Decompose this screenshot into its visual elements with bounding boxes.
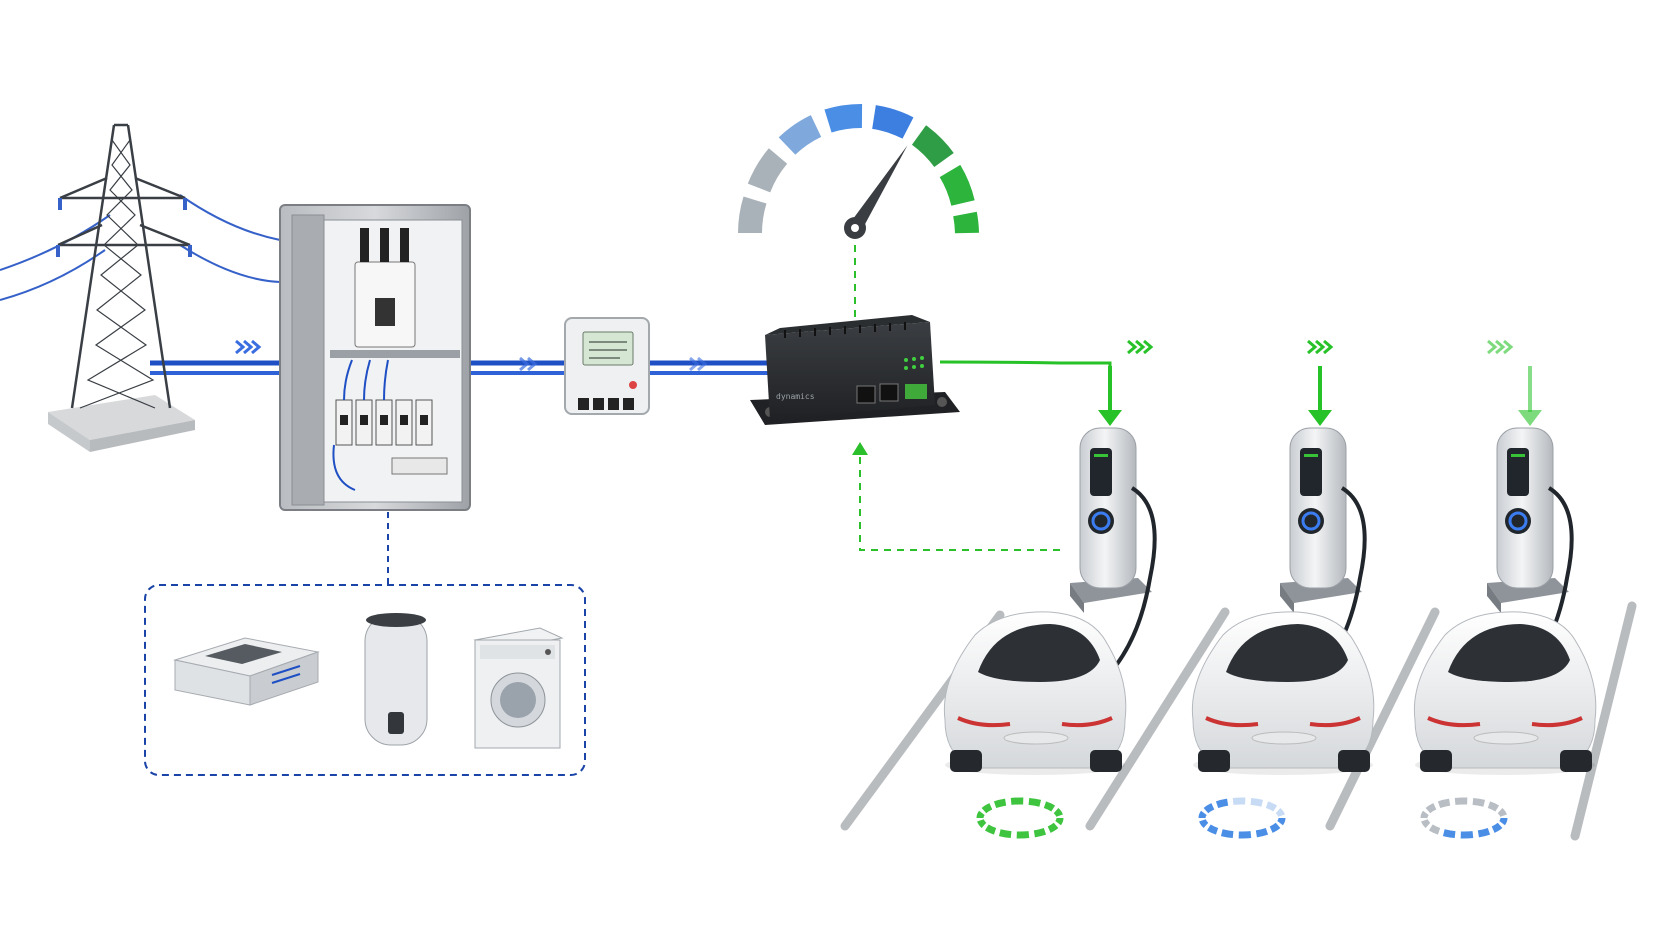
charge-ring-segment [1271, 825, 1278, 829]
charge-ring-segment [1029, 801, 1040, 803]
gateway-brand-label: dynamics [776, 392, 815, 401]
charge-ring-segment [980, 820, 984, 825]
charge-ring-segment [1202, 813, 1204, 818]
charge-ring-segment [1045, 805, 1053, 809]
distribution-cabinet-icon [280, 205, 470, 510]
gauge-segment [965, 214, 967, 233]
hvac-unit-icon [175, 638, 318, 705]
electric-car-icon [1192, 612, 1373, 775]
transmission-tower-icon [48, 125, 195, 452]
ethernet-port [880, 384, 898, 401]
charge-ring-segment [1428, 806, 1435, 810]
washing-machine-icon [475, 628, 562, 748]
overhead-wire [180, 195, 280, 240]
energy-meter-icon [565, 318, 649, 414]
charge-ring-segment [1217, 802, 1228, 805]
ethernet-port [857, 386, 875, 403]
charge-ring-segment [1056, 811, 1060, 816]
charge-ring-segment [1424, 813, 1426, 818]
load-management-gateway-icon: dynamics [750, 315, 960, 425]
gauge-segment [787, 126, 816, 146]
charge-ring-segment [1444, 833, 1455, 835]
charge-ring-segment [1502, 818, 1504, 823]
charge-ring-segment [1500, 811, 1504, 816]
charge-ring-segment [1478, 831, 1489, 834]
charge-ring-segment [1222, 833, 1233, 835]
charge-ring-segment [1256, 831, 1267, 834]
charge-status-rings [980, 801, 1504, 835]
charge-ring-segment [1431, 827, 1439, 831]
feedback-arrow-head [852, 442, 868, 455]
charge-ring-segment [980, 813, 982, 818]
gauge-segment [750, 200, 755, 233]
charge-ring-segment [1424, 820, 1428, 825]
charge-ring-segment [1493, 825, 1500, 829]
managed-power-lines [940, 352, 1540, 412]
charge-ring-segment [1278, 811, 1282, 816]
electric-car-icon [944, 612, 1125, 775]
charge-ring-segment [1489, 805, 1497, 809]
charge-ring-segment [1439, 802, 1450, 805]
charge-ring-segment [1473, 801, 1484, 803]
downward-arrow-head [1098, 410, 1542, 426]
water-heater-icon [365, 613, 427, 745]
charge-ring-segment [1206, 806, 1213, 810]
charge-ring-segment [1267, 805, 1275, 809]
gauge-segment [919, 135, 944, 160]
charge-ring-segment [995, 802, 1006, 805]
charge-ring-segment [1280, 818, 1282, 823]
charge-ring-segment [1049, 825, 1056, 829]
overhead-wire [180, 245, 280, 282]
charge-ring-segment [1251, 801, 1262, 803]
charge-ring-segment [987, 827, 995, 831]
charge-ring-segment [1209, 827, 1217, 831]
electric-car-icon [1414, 612, 1595, 775]
gauge-segment [950, 171, 963, 203]
gauge-segment [874, 117, 908, 128]
gauge-segment [759, 156, 778, 188]
gauge-segment [828, 116, 862, 121]
terminal-block [905, 384, 927, 399]
charge-ring-segment [1000, 833, 1011, 835]
charge-ring-segment [1034, 831, 1045, 834]
charge-ring-segment [1058, 818, 1060, 823]
charge-ring-segment [1202, 820, 1206, 825]
charge-ring-segment [984, 806, 991, 810]
power-gauge-icon [750, 116, 967, 239]
